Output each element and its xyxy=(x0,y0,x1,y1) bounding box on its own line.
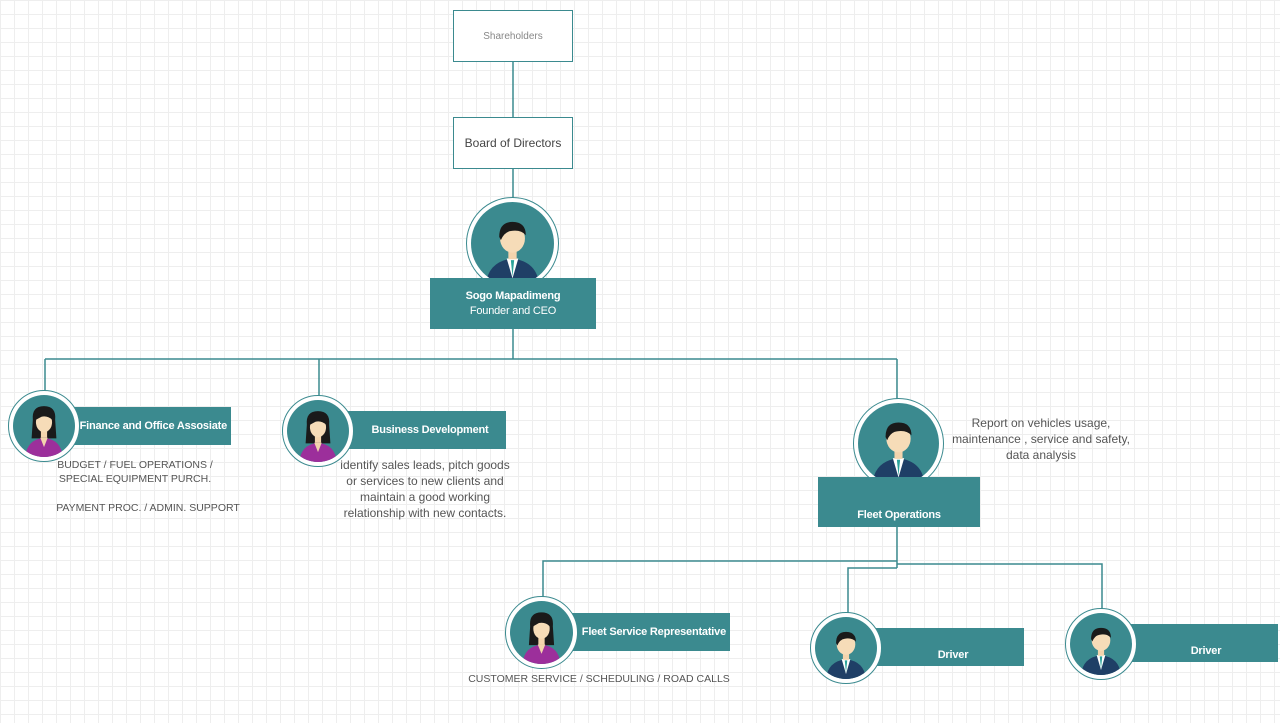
driver-1-avatar xyxy=(810,612,882,684)
board-of-directors-label: Board of Directors xyxy=(464,136,562,150)
driver-2-node[interactable]: Driver xyxy=(1114,624,1278,662)
driver-2-avatar xyxy=(1065,608,1137,680)
driver-2-title: Driver xyxy=(1190,645,1222,657)
shareholders-label: Shareholders xyxy=(483,30,543,42)
male-person-icon xyxy=(485,221,540,285)
connector-driver-2 xyxy=(897,563,1103,610)
ceo-avatar xyxy=(466,197,559,290)
ceo-node[interactable]: Sogo Mapadimeng Founder and CEO xyxy=(430,278,596,329)
female-person-icon xyxy=(522,612,561,664)
finance-duties-2: PAYMENT PROC. / ADMIN. SUPPORT xyxy=(56,502,240,514)
fleet-service-node[interactable]: Fleet Service Representative xyxy=(560,613,730,651)
business-dev-node[interactable]: Business Development xyxy=(340,411,506,449)
business-dev-description: identify sales leads, pitch goods or ser… xyxy=(340,458,510,520)
female-person-icon xyxy=(25,406,63,457)
finance-node[interactable]: Finance and Office Assosiate xyxy=(62,407,231,445)
connector-fleet-service xyxy=(542,560,897,598)
fleet-ops-avatar xyxy=(853,398,944,489)
male-person-icon xyxy=(1081,627,1121,675)
ceo-name: Sogo Mapadimeng xyxy=(465,289,561,302)
fleet-ops-title: Fleet Operations xyxy=(857,509,941,521)
finance-title: Finance and Office Assosiate xyxy=(79,420,228,432)
business-dev-avatar xyxy=(282,395,354,467)
female-person-icon xyxy=(299,411,337,462)
driver-1-title: Driver xyxy=(937,649,969,661)
board-of-directors-box[interactable]: Board of Directors xyxy=(453,117,573,169)
male-person-icon xyxy=(872,422,925,484)
connector-driver-1 xyxy=(847,567,897,614)
finance-avatar xyxy=(8,390,80,462)
fleet-service-duties: CUSTOMER SERVICE / SCHEDULING / ROAD CAL… xyxy=(468,673,730,685)
ceo-title: Founder and CEO xyxy=(469,304,557,317)
fleet-ops-description: Report on vehicles usage, maintenance , … xyxy=(952,416,1130,462)
business-dev-title: Business Development xyxy=(371,424,489,436)
finance-duties-1: BUDGET / FUEL OPERATIONS / SPECIAL EQUIP… xyxy=(57,459,213,485)
fleet-ops-node[interactable]: Fleet Operations xyxy=(818,477,980,527)
shareholders-box[interactable]: Shareholders xyxy=(453,10,573,62)
male-person-icon xyxy=(826,631,866,679)
fleet-service-avatar xyxy=(505,596,578,669)
driver-1-node[interactable]: Driver xyxy=(862,628,1024,666)
fleet-service-title: Fleet Service Representative xyxy=(581,626,726,638)
